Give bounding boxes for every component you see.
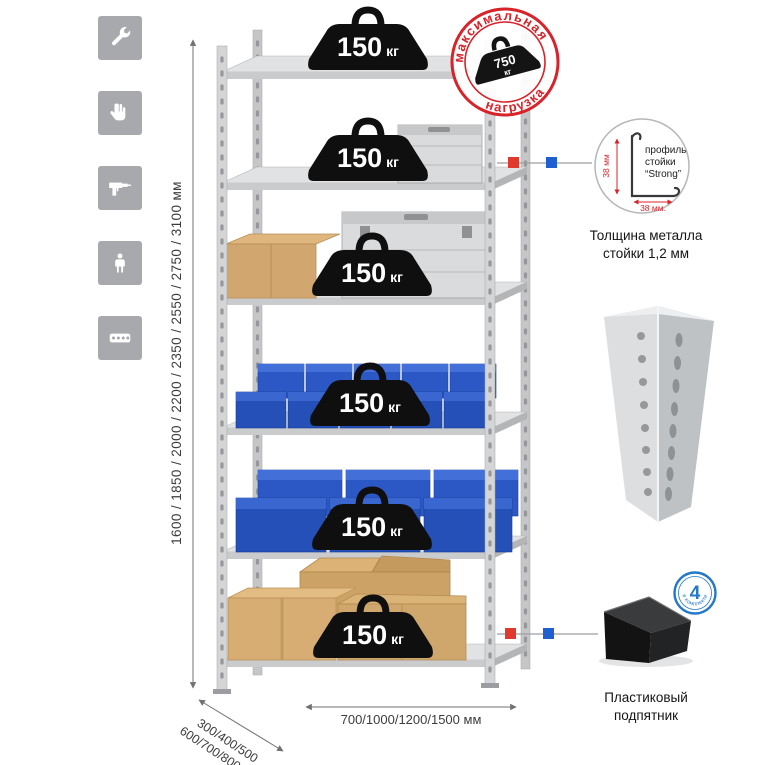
profile-dim-horizontal: 38 мм. — [640, 203, 666, 213]
back-posts — [252, 23, 531, 676]
dimension-lines — [189, 39, 517, 752]
gloves-icon — [98, 91, 142, 135]
feature-icons-column — [98, 16, 142, 360]
stamp-weight-icon: 750 кг — [475, 36, 541, 85]
metal-thickness-caption: Толщина металла стойки 1,2 мм — [558, 227, 734, 262]
drill-icon-glyph — [109, 182, 131, 196]
height-dimensions-label: 1600 / 1850 / 2000 / 2200 / 2350 / 2550 … — [169, 181, 184, 545]
stamp-load-unit: кг — [503, 67, 513, 78]
kit-quantity-badge: 4 в комплекте — [673, 571, 717, 615]
wrench-icon-glyph — [112, 27, 131, 46]
profile-callout: 38 мм 38 мм. профиль стойки “Strong” — [497, 118, 690, 214]
blue-marker-square — [546, 157, 557, 168]
thickness-caption-line2: стойки 1,2 мм — [602, 245, 690, 261]
blue-marker-square — [543, 628, 554, 639]
person-height-icon-glyph — [115, 253, 125, 273]
profile-dim-vertical: 38 мм — [601, 154, 611, 178]
perforated-post-icon — [98, 316, 142, 360]
kit-quantity-value: 4 — [690, 583, 701, 604]
perforated-post-icon-glyph — [109, 333, 131, 343]
red-marker-square — [508, 157, 519, 168]
plastic-foot-photo — [599, 596, 693, 667]
profile-label-line1: профиль — [645, 144, 686, 156]
wrench-icon — [98, 16, 142, 60]
plastic-foot-caption: Пластиковый подпятник — [558, 689, 734, 724]
foot-callout — [497, 628, 598, 639]
profile-label-line2: стойки — [645, 157, 676, 168]
drill-icon — [98, 166, 142, 210]
foot-caption-line1: Пластиковый — [604, 690, 688, 705]
stamp-load-value: 750 — [492, 51, 517, 71]
upright-post-photo — [604, 306, 714, 522]
red-marker-square — [505, 628, 516, 639]
max-load-stamp: максимальная нагрузка 750 кг — [440, 0, 560, 122]
profile-label-line3: “Strong” — [645, 169, 681, 180]
width-dimensions-label: 700/1000/1200/1500 мм — [340, 712, 482, 727]
gloves-icon-glyph — [110, 103, 126, 121]
foot-caption-line2: подпятник — [613, 707, 679, 723]
person-height-icon — [98, 241, 142, 285]
front-posts — [213, 39, 499, 694]
thickness-caption-line1: Толщина металла — [589, 228, 703, 243]
